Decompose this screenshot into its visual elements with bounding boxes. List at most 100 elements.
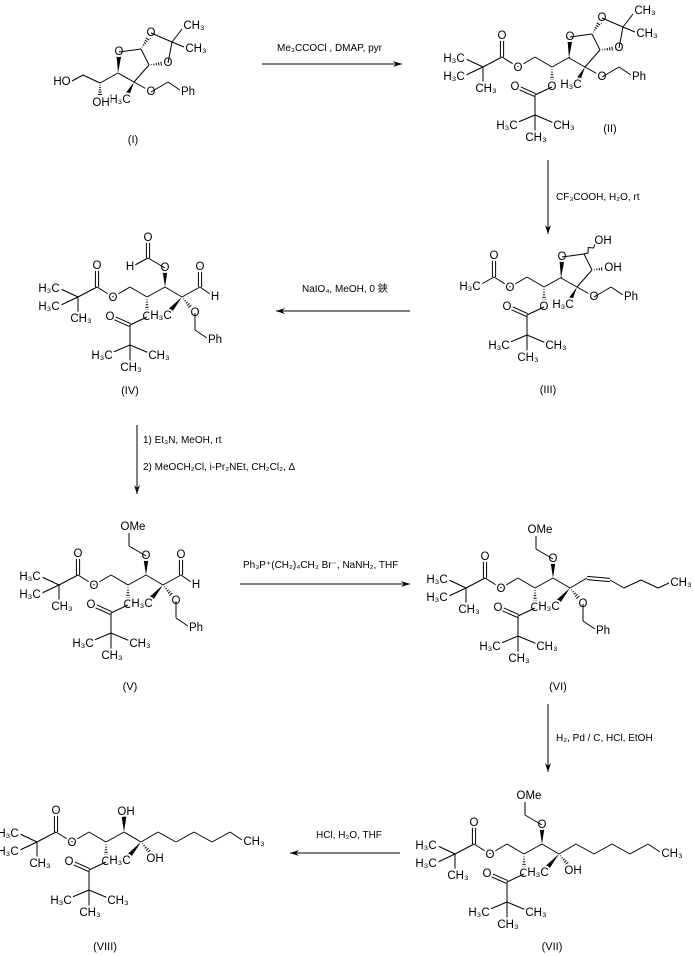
atom-label-ch3: CH₃ — [661, 848, 683, 860]
atom-label-o: O — [511, 81, 520, 93]
compound-label-III: (III) — [540, 384, 557, 396]
atom-label-h3c: H₃C — [527, 867, 548, 879]
atom-label-o: O — [486, 849, 495, 861]
single-bond — [560, 277, 578, 288]
single-bond — [506, 873, 525, 883]
single-bond — [133, 64, 150, 83]
atom-label-o: O — [90, 580, 99, 592]
atom-label-o: O — [196, 261, 205, 273]
single-bond — [91, 632, 112, 642]
hash-bond — [141, 843, 144, 845]
single-bond — [164, 286, 183, 298]
atom-label-o: O — [102, 856, 111, 868]
single-bond — [128, 545, 147, 557]
single-bond — [448, 579, 467, 589]
hash-bond — [169, 592, 173, 596]
atom-label-h3c: H₃C — [91, 350, 112, 362]
single-bond — [180, 574, 192, 583]
single-bond — [127, 574, 147, 586]
atom-label-h3c: H₃C — [19, 589, 40, 601]
hash-bond — [570, 589, 573, 591]
atom-label-ch3: CH₃ — [129, 638, 151, 650]
atom-label-ph: Ph — [189, 622, 203, 634]
atom-label-oh: OH — [117, 806, 134, 818]
single-bond — [551, 56, 571, 68]
single-bond — [110, 632, 131, 642]
single-bond — [193, 831, 213, 843]
single-bond — [515, 114, 536, 124]
single-bond — [582, 620, 596, 630]
single-bond — [110, 574, 129, 586]
atom-label-o: O — [65, 856, 74, 868]
wedge-bond — [567, 38, 573, 58]
single-bond — [194, 329, 208, 339]
atom-label-ch3: CH₃ — [497, 919, 519, 931]
single-bond — [584, 49, 601, 68]
single-bond — [36, 831, 57, 843]
atom-label-h: H — [211, 291, 219, 303]
atom-label-h3c: H₃C — [72, 638, 93, 650]
single-bond — [150, 32, 173, 43]
atom-label-ch3: CH₃ — [447, 870, 469, 882]
double-bond — [500, 606, 519, 615]
atom-label-ch3: CH₃ — [120, 362, 142, 374]
atom-label-o: O — [52, 805, 61, 817]
single-bond — [506, 843, 525, 855]
hash-bond — [144, 846, 147, 849]
atom-label-ph: Ph — [596, 625, 610, 637]
single-bond — [500, 577, 519, 589]
atom-label-h3c: H₃C — [0, 828, 19, 840]
reagents-step-4a: 1) Et₃N, MeOH, rt — [143, 435, 222, 446]
atom-label-ch3: CH₃ — [51, 601, 73, 613]
double-bond — [587, 575, 611, 579]
atom-label-ch3: CH₃ — [148, 350, 170, 362]
wedge-bond — [123, 82, 134, 99]
wedge-bond — [550, 561, 556, 578]
single-bond — [657, 582, 670, 589]
single-bond — [623, 579, 642, 589]
atom-label-ch3: CH₃ — [79, 907, 101, 919]
single-bond — [534, 577, 554, 589]
single-bond — [199, 286, 211, 295]
atom-label-o: O — [506, 282, 515, 294]
reagents-step-6: H₂, Pd / C, HCl, EtOH — [556, 733, 653, 744]
single-bond — [517, 635, 538, 645]
double-bond — [516, 88, 535, 97]
single-bond — [437, 853, 456, 863]
hash-bond — [142, 44, 145, 46]
single-bond — [71, 831, 90, 843]
double-bond — [489, 872, 508, 881]
atom-label-o: O — [68, 837, 77, 849]
hash-bond — [561, 856, 564, 859]
atom-label-o: O — [497, 583, 506, 595]
single-bond — [541, 843, 560, 855]
atom-label-o: O — [531, 602, 540, 614]
hash-bond — [182, 298, 185, 300]
atom-label-h3c: H₃C — [426, 592, 447, 604]
wedge-bond — [566, 287, 577, 304]
hash-bond — [572, 590, 575, 593]
atom-label-ph: Ph — [208, 334, 222, 346]
atom-label-ph: Ph — [181, 86, 195, 98]
wedge-bond — [574, 67, 585, 84]
single-bond — [96, 286, 114, 298]
single-bond — [610, 286, 624, 296]
single-bond — [88, 861, 107, 871]
atom-label-ch3: CH₃ — [636, 28, 658, 40]
single-bond — [609, 579, 625, 589]
hash-bond — [594, 26, 598, 30]
reagents-step-2: CF₃COOH, H₂O, rt — [556, 192, 640, 203]
wedge-bond — [555, 588, 570, 605]
hash-bond — [576, 595, 580, 599]
atom-label-o: O — [494, 602, 503, 614]
atom-label-h3c: H₃C — [443, 53, 464, 65]
single-bond — [517, 607, 536, 617]
double-bond — [488, 875, 507, 884]
atom-label-oh: OH — [564, 865, 581, 877]
hash-bond — [185, 301, 188, 304]
atom-label-ph: Ph — [632, 71, 646, 83]
compound-label-VIII: (VIII) — [93, 941, 117, 953]
